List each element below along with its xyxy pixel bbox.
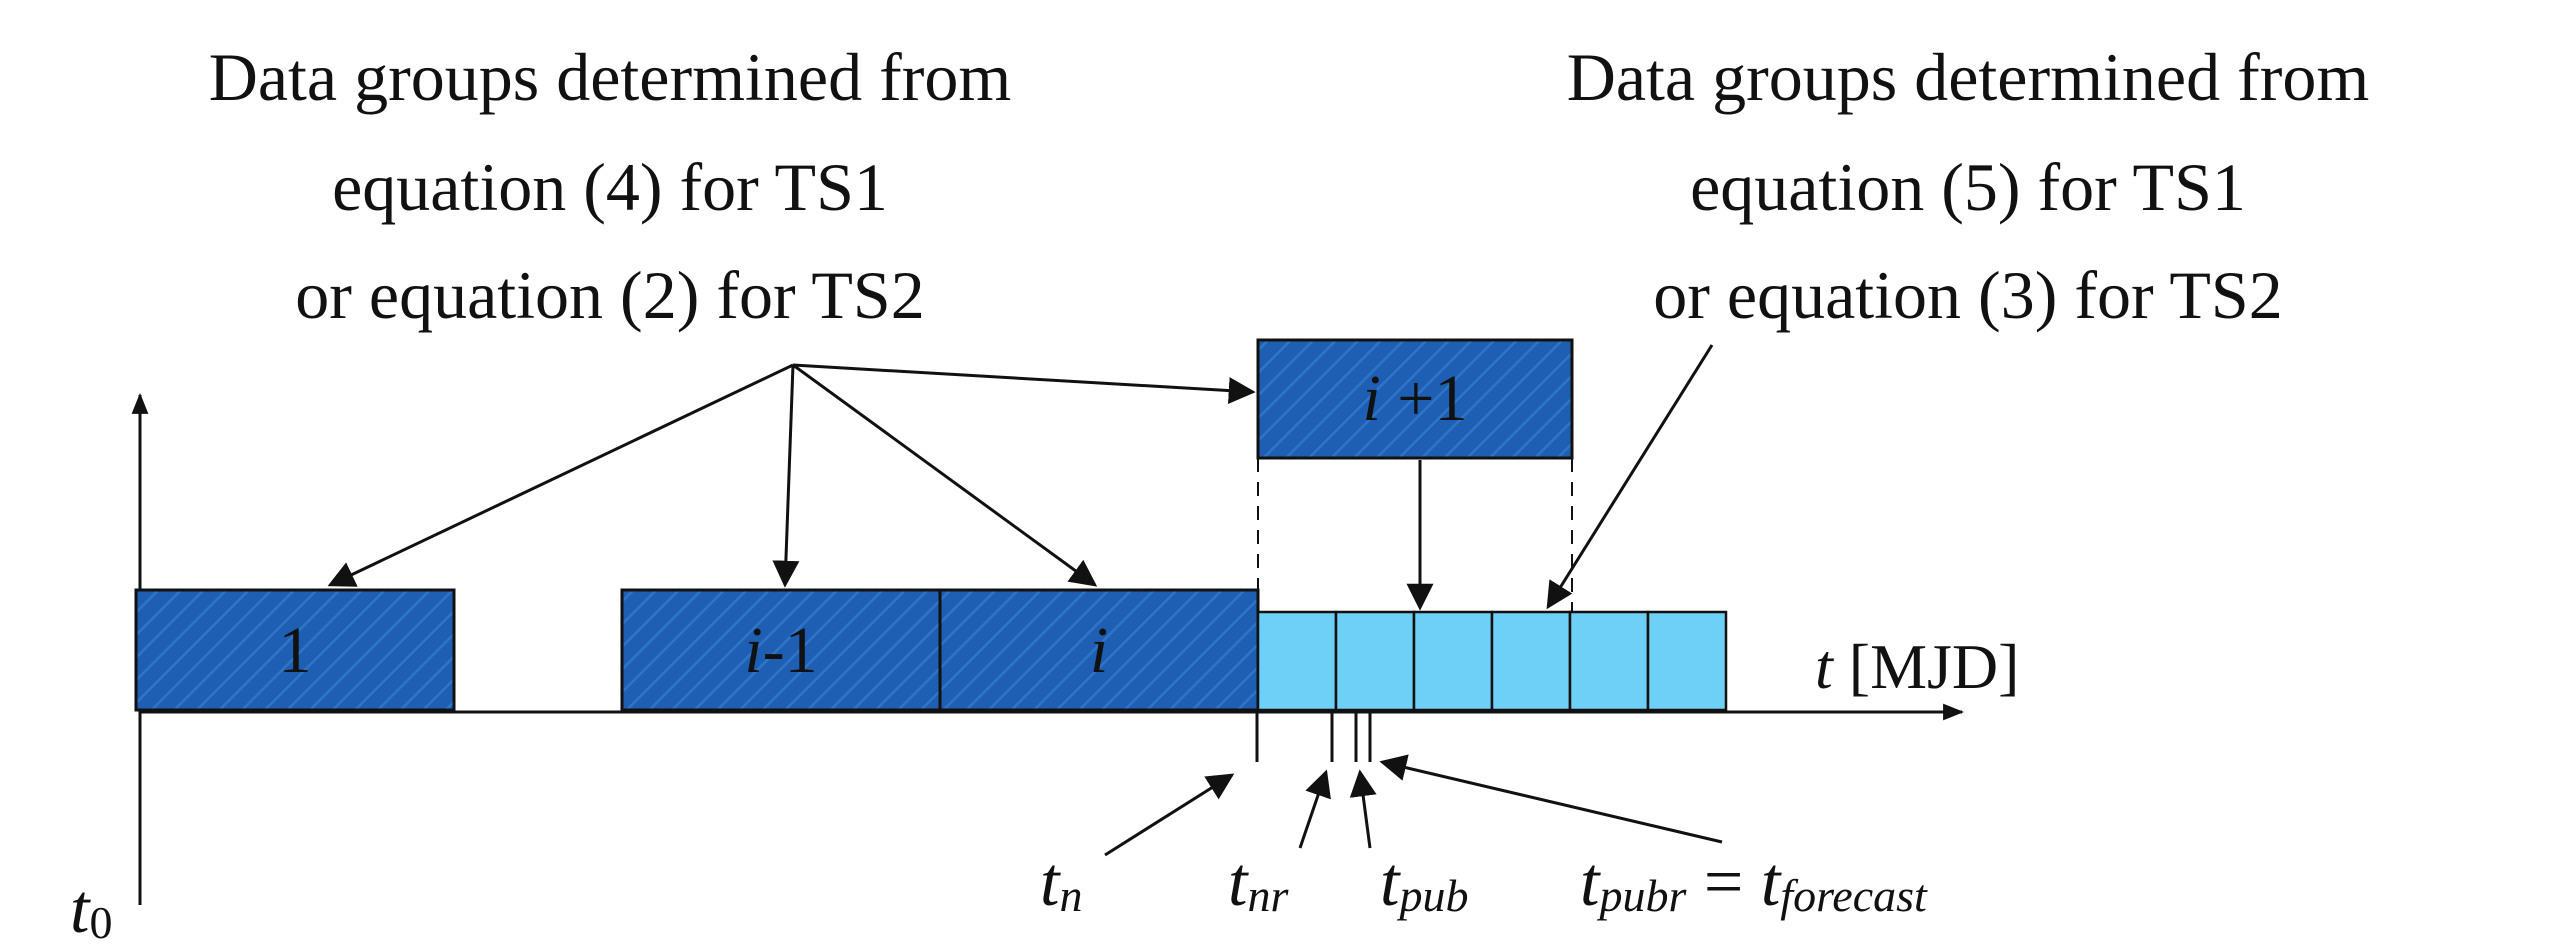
right-caption-arrow [1546,344,1714,610]
block-i-minus-1-suffix: -1 [763,614,818,687]
block-i-label: i [1090,614,1108,687]
block-i-plus-1-index: i [1362,362,1380,435]
block-i: i [938,588,1260,712]
forecast-cell [1256,610,1338,712]
tpubr-arrow [1379,754,1723,844]
block-i-plus-1: i +1 [1256,338,1574,460]
left-caption-line-3: or equation (2) for TS2 [295,257,925,333]
t0-label: t0 [70,871,112,944]
forecast-cells [1256,610,1728,712]
block-i-minus-1-index: i [744,614,762,687]
tnr-arrow [1298,769,1331,849]
forecast-cell [1646,610,1728,712]
block-i-plus-1-suffix: +1 [1381,362,1468,435]
forecast-cell [1334,610,1416,712]
tpub-arrow [1349,769,1377,849]
axis-unit: [MJD] [1833,631,2020,702]
svg-text:i-1: i-1 [744,614,817,687]
axis-var: t [1815,631,1835,702]
left-caption-line-2: equation (4) for TS1 [332,149,888,225]
tpub-label: tpub [1380,844,1468,921]
svg-text:i +1: i +1 [1362,362,1467,435]
forecast-cell [1412,610,1494,712]
block-i-minus-1: i-1 [620,588,942,712]
tpubr-label: tpubr = tforecast [1580,844,1928,921]
left-caption: Data groups determined from equation (4)… [209,39,1012,333]
tnr-label: tnr [1228,844,1289,921]
right-caption-line-1: Data groups determined from [1567,39,2370,115]
left-caption-line-1: Data groups determined from [209,39,1012,115]
block-1: 1 [134,588,456,712]
right-caption-line-2: equation (5) for TS1 [1690,149,2246,225]
right-caption: Data groups determined from equation (5)… [1567,39,2370,333]
left-caption-arrows [327,363,1256,588]
block-1-label: 1 [279,614,312,687]
axis-label: t [MJD] [1815,631,2019,702]
forecast-cell [1568,610,1650,712]
forecast-cell [1490,610,1572,712]
tn-label: tn [1040,844,1082,921]
right-caption-line-3: or equation (3) for TS2 [1653,257,2283,333]
tn-arrow [1104,773,1235,857]
